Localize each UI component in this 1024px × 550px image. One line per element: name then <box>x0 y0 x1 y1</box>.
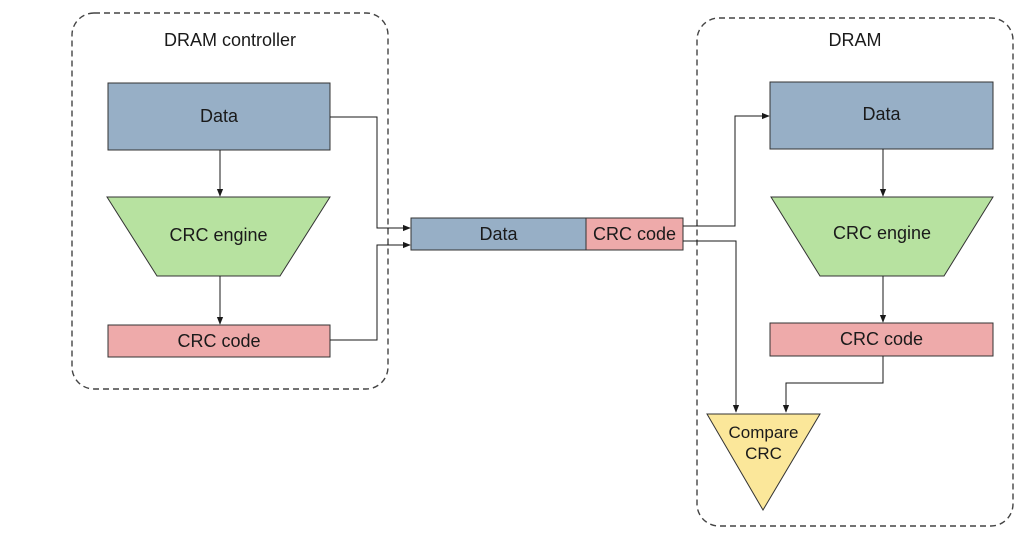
transfer-crc-code-segment <box>585 217 684 251</box>
compare-crc-label-line2: CRC <box>745 444 782 463</box>
transfer-data-segment <box>410 217 587 251</box>
controller-crc-code-label: CRC code <box>177 331 261 351</box>
compare-crc-label-line1: Compare <box>728 423 799 442</box>
dram-group <box>696 17 1014 527</box>
controller-crc-engine-label: CRC engine <box>169 225 268 245</box>
dram-crc-engine-label: CRC engine <box>832 223 932 243</box>
controller-crc-code-box <box>107 324 331 358</box>
dram-controller-title: DRAM controller <box>163 30 297 50</box>
arrow-bus-to-dram-data <box>683 112 770 227</box>
controller-data-box <box>107 82 331 151</box>
compare-crc-shape <box>706 413 821 511</box>
transfer-crc-code-label: CRC code <box>592 224 677 244</box>
transfer-data-label: Data <box>479 224 518 244</box>
dram-crc-engine-shape <box>770 196 994 277</box>
arrow-controller-code-to-bus <box>330 241 411 341</box>
controller-data-label: Data <box>199 106 239 126</box>
arrow-controller-data-to-bus <box>330 116 411 232</box>
arrow-bus-code-to-compare <box>683 240 740 413</box>
dram-data-label: Data <box>862 104 901 124</box>
controller-crc-engine-shape <box>106 196 331 277</box>
dram-crc-code-label: CRC code <box>839 329 924 349</box>
dram-crc-code-box <box>769 322 994 357</box>
dram-controller-group <box>71 12 389 390</box>
arrow-dram-code-to-compare <box>782 356 884 413</box>
dram-data-box <box>769 81 994 150</box>
dram-title: DRAM <box>828 30 882 50</box>
